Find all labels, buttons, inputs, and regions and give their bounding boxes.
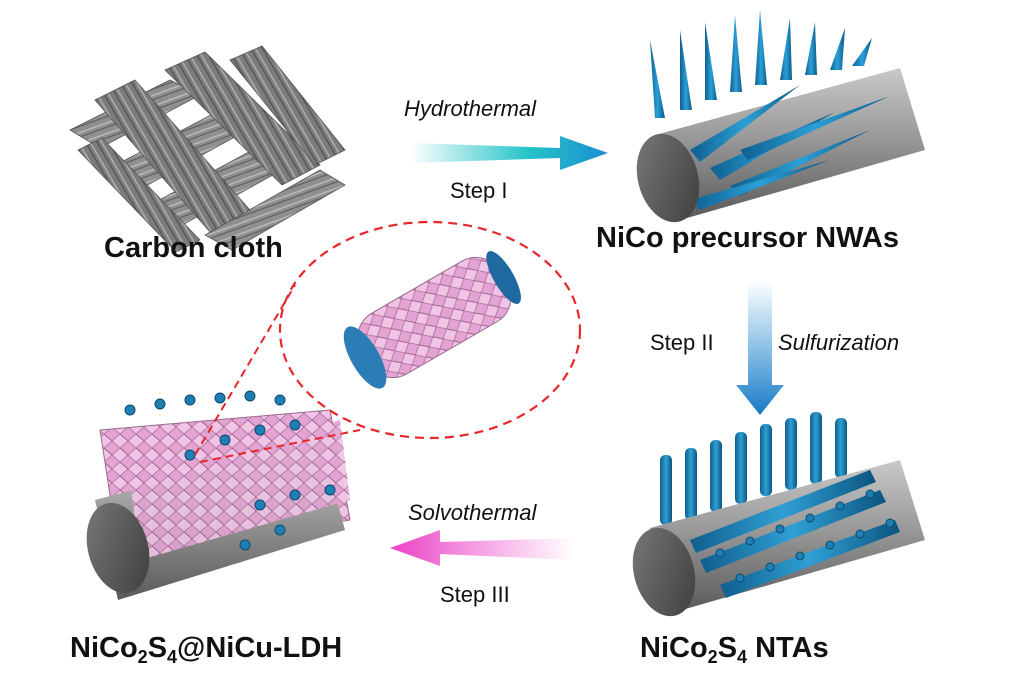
precursor-label: NiCo precursor NWAs xyxy=(596,222,899,254)
ldh-label-prefix: NiCo xyxy=(70,632,138,664)
carbon-cloth-image xyxy=(69,45,346,253)
nta-nanotube-image xyxy=(632,412,925,617)
step2-process-label: Sulfurization xyxy=(778,330,900,355)
nta-label-prefix: NiCo xyxy=(640,632,708,664)
nta-label-sub: 2 xyxy=(707,647,718,667)
nta-label: NiCo2S4 NTAs xyxy=(640,632,829,668)
step1-process-label: Hydrothermal xyxy=(404,96,537,121)
precursor-nanowire-image xyxy=(636,10,925,223)
step1-arrow xyxy=(410,136,608,170)
step3-process-label: Solvothermal xyxy=(408,500,537,525)
ldh-label-sub2: 4 xyxy=(167,647,178,667)
carbon-cloth-label: Carbon cloth xyxy=(104,232,283,264)
ldh-label-mid: S xyxy=(147,632,168,664)
nta-label-mid: S xyxy=(717,632,738,664)
ldh-label-sub: 2 xyxy=(137,647,148,667)
ldh-label: NiCo2S4@NiCu-LDH xyxy=(70,632,342,668)
step1-label: Step I xyxy=(450,178,508,203)
ldh-composite-image xyxy=(86,390,351,600)
step3-arrow xyxy=(390,530,575,566)
zoom-callout xyxy=(194,220,582,463)
ldh-label-suffix: @NiCu-LDH xyxy=(177,632,343,664)
step2-arrow xyxy=(736,280,784,415)
nta-label-suffix: NTAs xyxy=(747,632,829,664)
step3-label: Step III xyxy=(440,582,510,607)
nta-label-sub2: 4 xyxy=(737,647,748,667)
step2-label: Step II xyxy=(650,330,714,355)
